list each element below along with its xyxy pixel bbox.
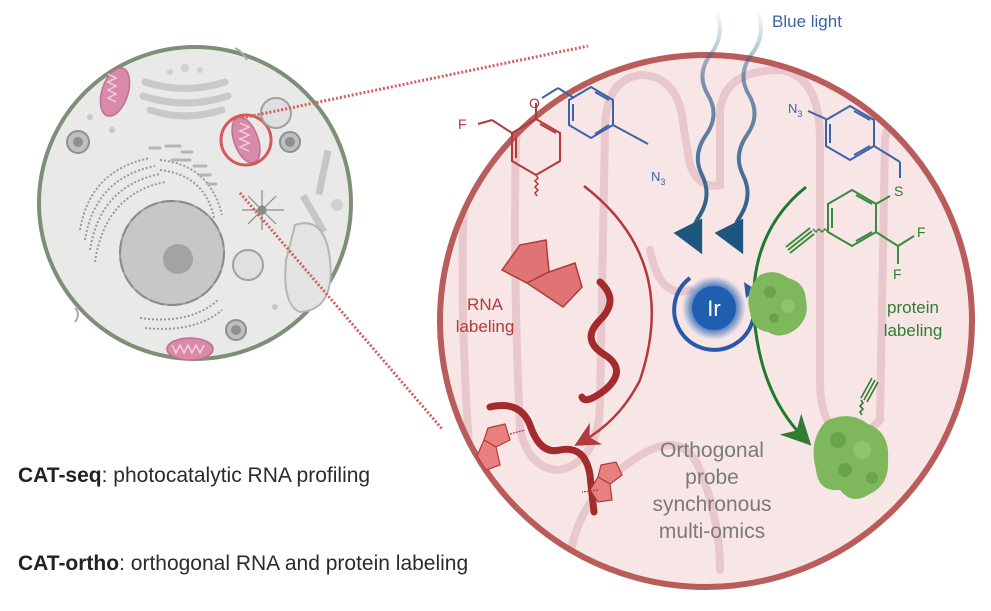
caption-cat-seq: CAT-seq: photocatalytic RNA profiling <box>18 464 370 488</box>
protein-probe-fluorine-1: F <box>917 224 926 240</box>
golgi-apparatus <box>139 78 232 120</box>
caption-cat-ortho: CAT-ortho: orthogonal RNA and protein la… <box>18 552 468 576</box>
zoom-line-top <box>241 44 589 120</box>
zoom-highlight-circle <box>219 113 273 167</box>
protein-labeling-label-line1: protein <box>887 298 939 317</box>
protein-probe-fluorine-2: F <box>893 266 902 282</box>
protein-labeling-arrow <box>752 185 812 446</box>
caption-separator: : <box>119 552 131 575</box>
rna-label-tag-2 <box>581 461 623 503</box>
zoom-line-bottom <box>238 192 445 431</box>
rna-strand-unlabeled <box>578 278 620 404</box>
catalytic-cycle-arrowhead <box>744 282 756 298</box>
blue-light-label: Blue light <box>772 12 842 31</box>
alkyne-tag <box>858 377 879 416</box>
protein-probe-azide: N3 <box>788 101 802 119</box>
rna-label-tag-1 <box>476 423 526 471</box>
rna-probe-oxygen: O <box>529 95 540 111</box>
protein-probe-sulfur: S <box>894 183 903 199</box>
smooth-er <box>148 144 218 186</box>
nucleolus <box>163 244 193 274</box>
vesicles <box>66 97 343 341</box>
center-caption-line4: multi-omics <box>659 520 765 543</box>
caption-cat-ortho-term: CAT-ortho <box>18 552 120 575</box>
centrosome <box>242 190 284 230</box>
rna-probe-azide-ring <box>541 85 649 145</box>
center-caption-line1: Orthogonal <box>660 439 764 462</box>
protein-labeled <box>813 377 889 499</box>
protein-probe-green-ring <box>785 188 915 264</box>
catalyst-label: Ir <box>707 296 720 321</box>
vacuole <box>284 222 332 314</box>
caption-separator: : <box>101 464 114 487</box>
rna-strand-labeled <box>486 402 598 516</box>
light-wave-2 <box>714 8 763 255</box>
rna-labeling-label-line1: RNA <box>467 295 504 314</box>
caption-cat-ortho-description: orthogonal RNA and protein labeling <box>130 552 469 575</box>
rna-probe-bicyclic-tag <box>500 239 583 308</box>
endoplasmic-reticulum <box>79 157 223 330</box>
rna-probe-azide: N3 <box>651 169 665 187</box>
light-wave-1 <box>673 8 722 255</box>
protein-unlabeled <box>748 272 807 336</box>
center-caption: Orthogonal probe synchronous multi-omics <box>652 439 771 543</box>
rna-probe-fluorine: F <box>458 116 467 132</box>
caption-cat-seq-term: CAT-seq <box>18 464 102 487</box>
protein-probe-azide-ring <box>807 104 901 178</box>
cell-illustration <box>37 45 353 361</box>
blue-light-waves <box>673 8 763 255</box>
protein-labeling-label-line2: labeling <box>884 321 943 340</box>
rna-probe-structure <box>477 103 561 197</box>
iridium-catalyst: Ir <box>672 276 757 352</box>
rna-labeling-label-line2: labeling <box>456 317 515 336</box>
rna-labeling-arrow <box>574 185 653 446</box>
caption-cat-seq-description: photocatalytic RNA profiling <box>113 464 371 487</box>
mitochondrion-top-left <box>99 67 131 117</box>
center-caption-line2: probe <box>685 466 739 489</box>
mitochondrion-bottom <box>166 337 214 361</box>
mitochondrial-membrane <box>437 52 975 590</box>
center-caption-line3: synchronous <box>652 493 771 516</box>
